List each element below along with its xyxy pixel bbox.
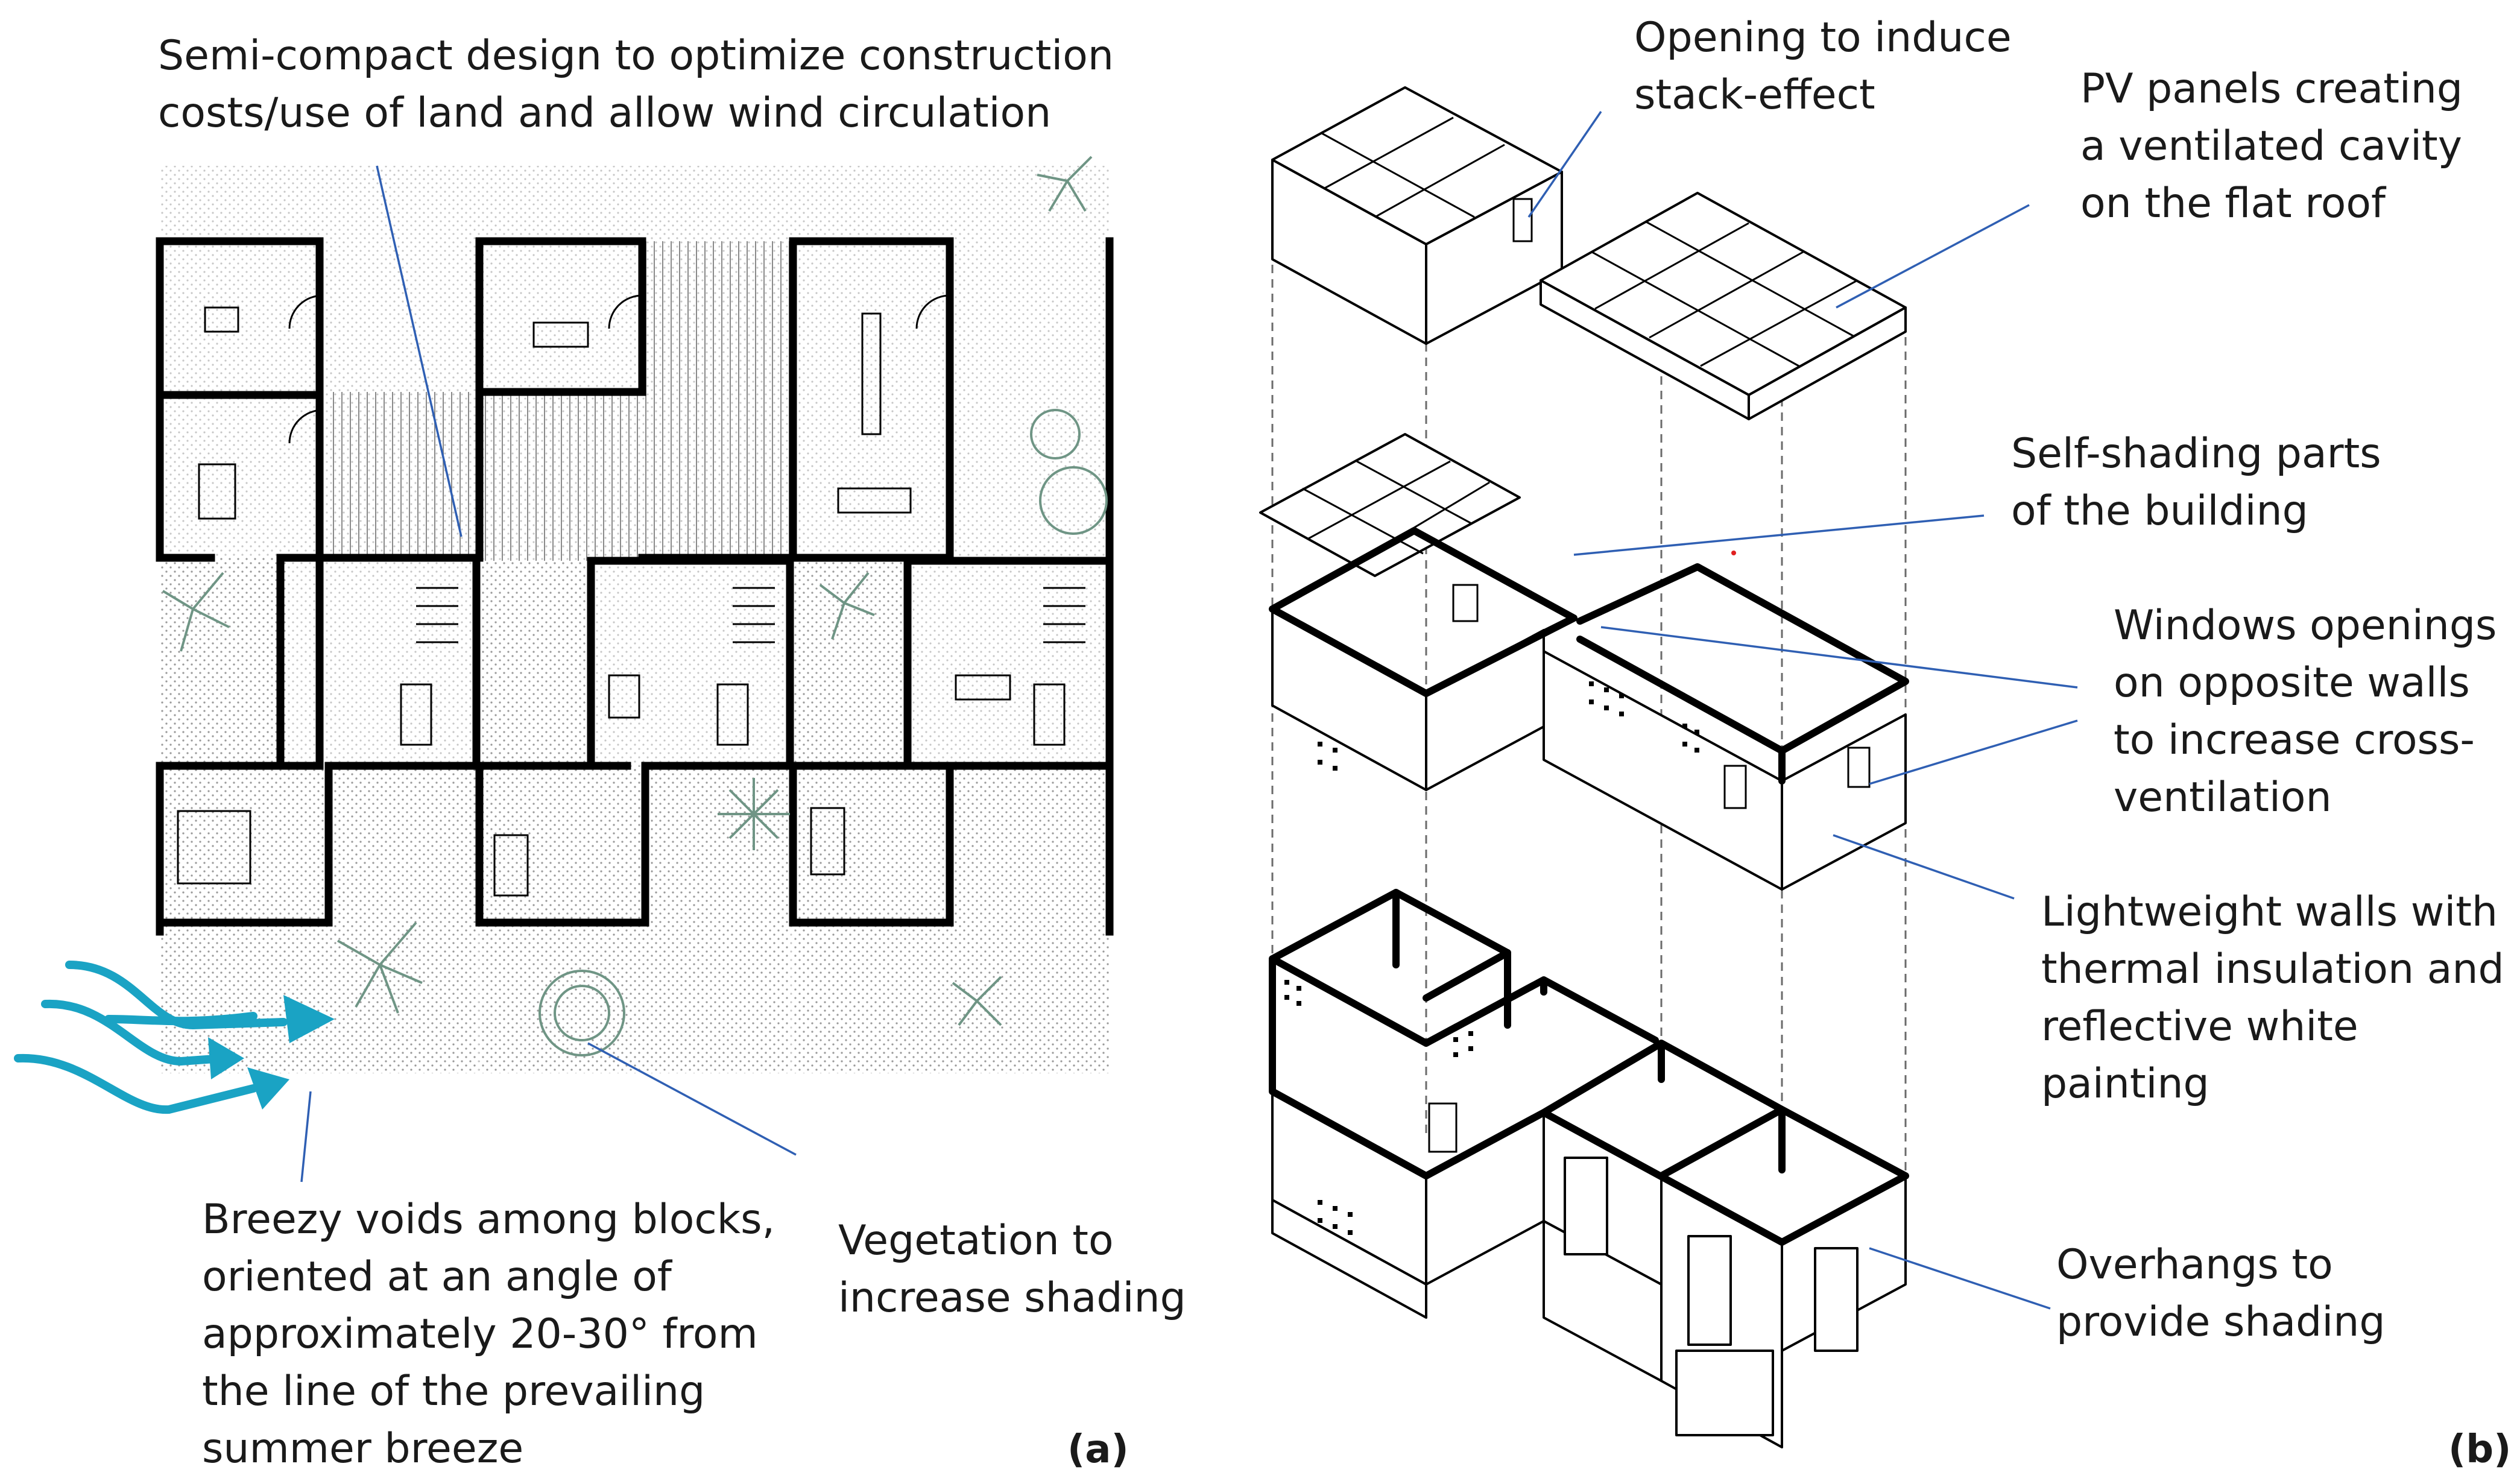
annotation-line: Lightweight walls with	[2041, 888, 2498, 936]
upper-floor	[1259, 433, 1909, 891]
annotation-line: a ventilated cavity	[2080, 122, 2462, 170]
panel-label-b: (b)	[2448, 1427, 2511, 1472]
annotation-line: on opposite walls	[2114, 659, 2470, 707]
annotation-line: summer breeze	[202, 1425, 523, 1473]
annotation-windows: Windows openings on opposite walls to in…	[2114, 602, 2497, 821]
patio-hatch	[479, 392, 642, 561]
panel-label-a: (a)	[1067, 1427, 1129, 1472]
annotation-lightweight: Lightweight walls with thermal insulatio…	[2041, 888, 2504, 1108]
annotation-line: Vegetation to	[838, 1217, 1114, 1265]
annotation-line: painting	[2041, 1060, 2209, 1108]
annotation-line: stack-effect	[1634, 71, 1875, 119]
annotation-semi-compact: Semi-compact design to optimize construc…	[158, 32, 1114, 137]
annotation-line: Windows openings	[2114, 602, 2497, 649]
annotation-line: Opening to induce	[1634, 14, 2012, 62]
vent-holes	[1318, 681, 1699, 771]
annotation-line: of the building	[2011, 487, 2308, 535]
annotation-line: reflective white	[2041, 1003, 2358, 1050]
annotation-line: ventilation	[2114, 774, 2332, 821]
annotation-line: to increase cross-	[2114, 716, 2475, 764]
courtyard-void	[476, 561, 591, 769]
annotation-line: Self-shading parts	[2011, 430, 2381, 478]
annotation-self-shading: Self-shading parts of the building	[2011, 430, 2381, 535]
annotation-vegetation: Vegetation to increase shading	[838, 1217, 1186, 1322]
breeze-arrows	[14, 961, 288, 1114]
floor-plan	[14, 156, 1114, 1114]
ground-floor	[1269, 889, 1909, 1448]
annotation-line: increase shading	[838, 1274, 1186, 1322]
annotation-line: oriented at an angle of	[202, 1253, 673, 1301]
annotation-line: provide shading	[2056, 1298, 2386, 1346]
courtyard-void	[793, 561, 908, 769]
annotation-overhangs: Overhangs to provide shading	[2056, 1241, 2386, 1346]
block-c-walls	[789, 237, 1114, 936]
block-a-walls	[156, 237, 481, 936]
annotation-stack-effect: Opening to induce stack-effect	[1634, 14, 2012, 119]
annotation-line: Semi-compact design to optimize construc…	[158, 32, 1114, 80]
annotation-line: PV panels creating	[2080, 65, 2463, 113]
annotation-line: Overhangs to	[2056, 1241, 2333, 1289]
breeze-arrowheads	[208, 995, 335, 1110]
annotation-line: thermal insulation and	[2041, 946, 2504, 993]
interior-details	[177, 294, 1085, 897]
marker-dot	[1731, 551, 1736, 555]
patio-hatch	[642, 241, 790, 561]
annotation-line: the line of the prevailing	[202, 1368, 705, 1415]
courtyard-void	[160, 558, 286, 766]
annotation-line: approximately 20-30° from	[202, 1310, 758, 1358]
annotation-line: Breezy voids among blocks,	[202, 1196, 775, 1243]
leader-lines-a	[300, 165, 797, 1182]
patio-hatch	[329, 392, 473, 555]
vegetation	[162, 156, 1108, 1056]
annotation-line: on the flat roof	[2080, 180, 2387, 227]
annotation-breezy-voids: Breezy voids among blocks, oriented at a…	[202, 1196, 775, 1473]
roof-level	[1271, 86, 1907, 420]
block-b-walls	[475, 237, 794, 927]
leader-lines-b	[1527, 111, 2078, 1310]
annotation-pv-panels: PV panels creating a ventilated cavity o…	[2080, 65, 2463, 227]
annotation-line: costs/use of land and allow wind circula…	[158, 89, 1051, 137]
